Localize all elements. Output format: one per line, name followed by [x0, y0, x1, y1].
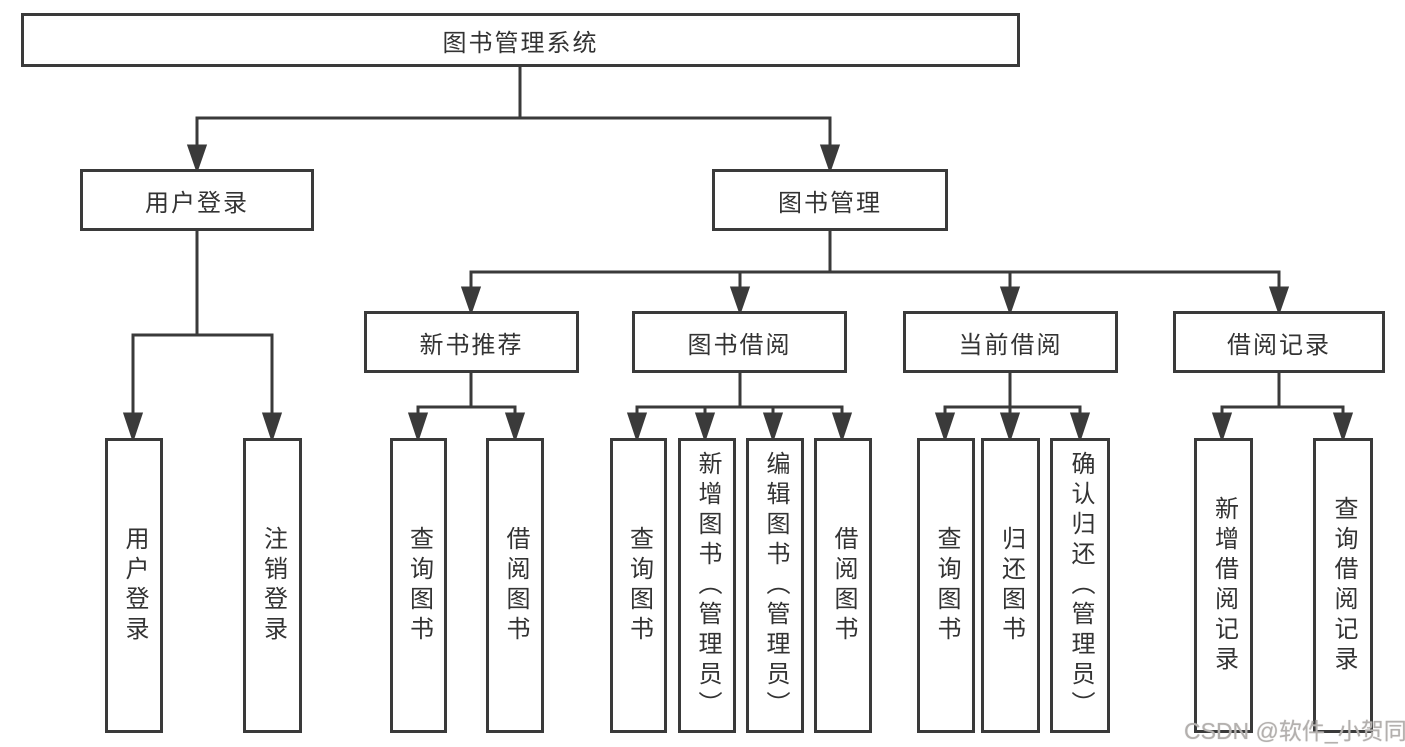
node-label: 图书管理系统 — [442, 29, 599, 57]
leaf-label: 编辑图书（管理员） — [762, 450, 789, 721]
leaf-confirm-return-admin: 确认归还（管理员） — [1050, 438, 1110, 733]
leaf-label: 借阅图书 — [830, 525, 857, 646]
leaf-label: 借阅图书 — [502, 525, 529, 646]
leaf-borrow-books-nb: 借阅图书 — [486, 438, 544, 733]
leaf-label: 查询借阅记录 — [1330, 495, 1357, 676]
leaf-return-books: 归还图书 — [981, 438, 1040, 733]
arrowhead-leaf-cb3 — [1069, 412, 1091, 443]
node-label: 图书管理 — [778, 189, 882, 217]
leaf-label: 新增借阅记录 — [1210, 495, 1238, 676]
node-new-book-recommend: 新书推荐 — [364, 311, 579, 373]
arrowhead-leaf-login — [122, 412, 144, 443]
leaf-logout: 注销登录 — [243, 438, 302, 733]
leaf-label: 查询图书 — [625, 525, 653, 646]
leaf-label: 用户登录 — [121, 525, 148, 646]
arrowhead-user-login — [186, 144, 208, 174]
arrowhead-leaf-logout — [261, 412, 283, 443]
leaf-user-login: 用户登录 — [105, 438, 163, 733]
arrowhead-leaf-bb4 — [831, 412, 853, 443]
arrowhead-book-mgmt — [819, 144, 841, 174]
arrowhead-leaf-bb2 — [694, 412, 716, 443]
leaf-query-books-cb: 查询图书 — [917, 438, 975, 733]
node-book-borrowing: 图书借阅 — [632, 311, 847, 373]
watermark: CSDN @软件_小贺同学 — [1184, 718, 1405, 744]
arrowhead-leaf-br1 — [1211, 412, 1233, 443]
leaf-add-books-admin: 新增图书（管理员） — [678, 438, 736, 733]
arrowhead-leaf-nb1 — [407, 412, 429, 443]
arrowhead-book-borrow — [729, 286, 751, 316]
leaf-query-borrow-record: 查询借阅记录 — [1313, 438, 1373, 733]
leaf-label: 归还图书 — [997, 525, 1025, 646]
node-label: 图书借阅 — [687, 331, 792, 359]
leaf-query-books-nb: 查询图书 — [390, 438, 447, 733]
arrowhead-leaf-cb1 — [934, 412, 956, 443]
leaf-query-books-bb: 查询图书 — [610, 438, 667, 733]
node-label: 当前借阅 — [958, 331, 1063, 359]
node-label: 新书推荐 — [419, 331, 524, 359]
node-current-borrowing: 当前借阅 — [903, 311, 1118, 373]
arrowhead-new-book — [460, 286, 482, 316]
leaf-borrow-books-bb: 借阅图书 — [814, 438, 872, 733]
arrowhead-leaf-br2 — [1332, 412, 1354, 443]
node-label: 用户登录 — [145, 189, 249, 217]
node-borrowing-records: 借阅记录 — [1173, 311, 1385, 373]
arrowhead-current-borrow — [999, 286, 1021, 316]
arrowhead-borrow-record — [1268, 286, 1290, 316]
leaf-label: 查询图书 — [405, 525, 433, 646]
arrowhead-leaf-cb2 — [999, 412, 1021, 443]
arrowhead-leaf-bb1 — [626, 412, 648, 443]
leaf-add-borrow-record: 新增借阅记录 — [1194, 438, 1253, 733]
leaf-label: 注销登录 — [259, 525, 287, 646]
leaf-label: 确认归还（管理员） — [1067, 450, 1094, 721]
node-label: 借阅记录 — [1227, 331, 1331, 359]
node-user-login: 用户登录 — [80, 169, 314, 231]
arrowhead-leaf-nb2 — [504, 412, 526, 443]
leaf-label: 查询图书 — [933, 525, 960, 646]
node-library-system-root: 图书管理系统 — [21, 13, 1020, 67]
leaf-edit-books-admin: 编辑图书（管理员） — [746, 438, 804, 733]
arrowhead-leaf-bb3 — [762, 412, 784, 443]
leaf-label: 新增图书（管理员） — [694, 450, 721, 721]
node-book-management: 图书管理 — [712, 169, 948, 231]
